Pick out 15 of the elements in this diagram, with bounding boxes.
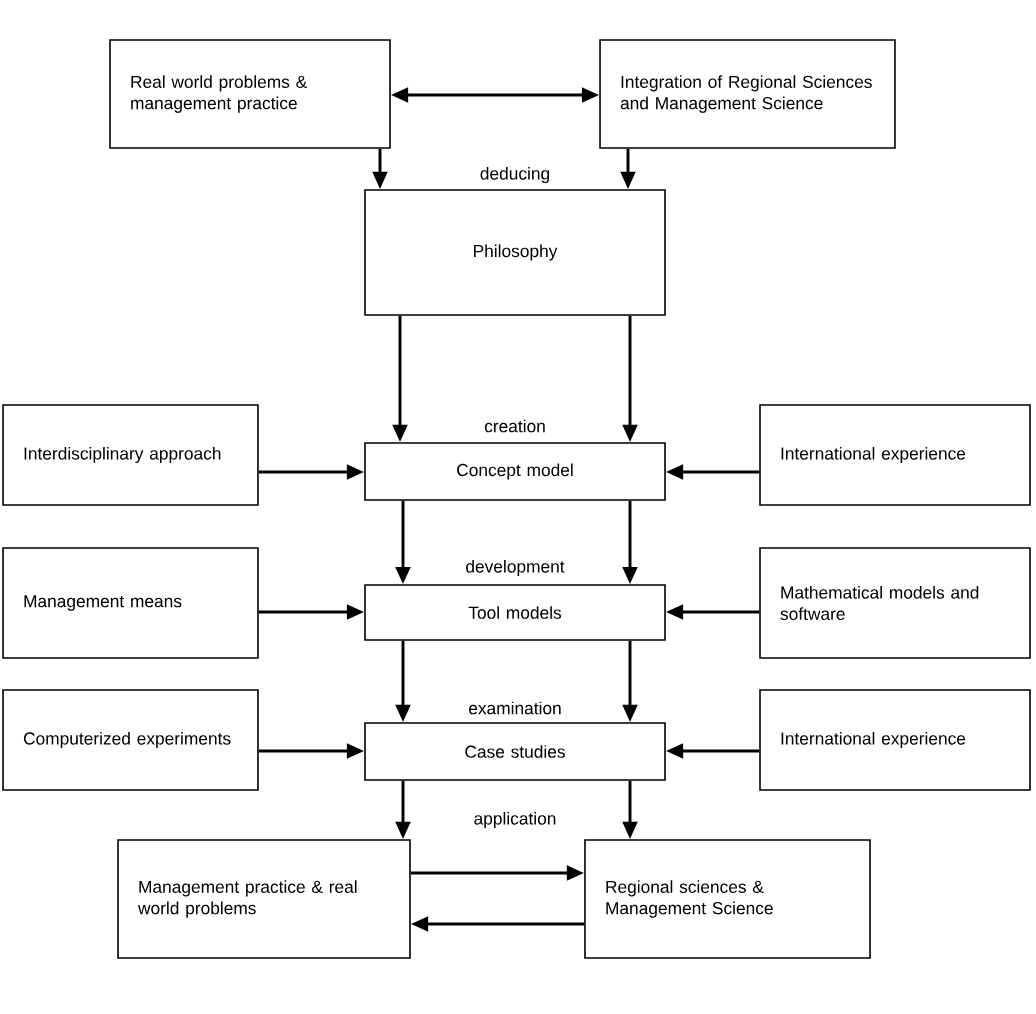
input-box: Management practice & real world problems	[117, 839, 411, 959]
process-box: Case studies	[364, 722, 666, 781]
input-box: International experience	[759, 689, 1031, 791]
input-box: International experience	[759, 404, 1031, 506]
input-box: Real world problems & management practice	[109, 39, 391, 149]
input-box: Interdisciplinary approach	[2, 404, 259, 506]
process-box: Concept model	[364, 442, 666, 501]
step-label: application	[474, 811, 556, 829]
input-box: Management means	[2, 547, 259, 659]
process-box: Philosophy	[364, 189, 666, 316]
input-box: Regional sciences & Management Science	[584, 839, 871, 959]
input-box: Integration of Regional Sciences and Management Science	[599, 39, 896, 149]
process-box: Tool models	[364, 584, 666, 641]
input-box: Mathematical models and software	[759, 547, 1031, 659]
input-box: Computerized experiments	[2, 689, 259, 791]
